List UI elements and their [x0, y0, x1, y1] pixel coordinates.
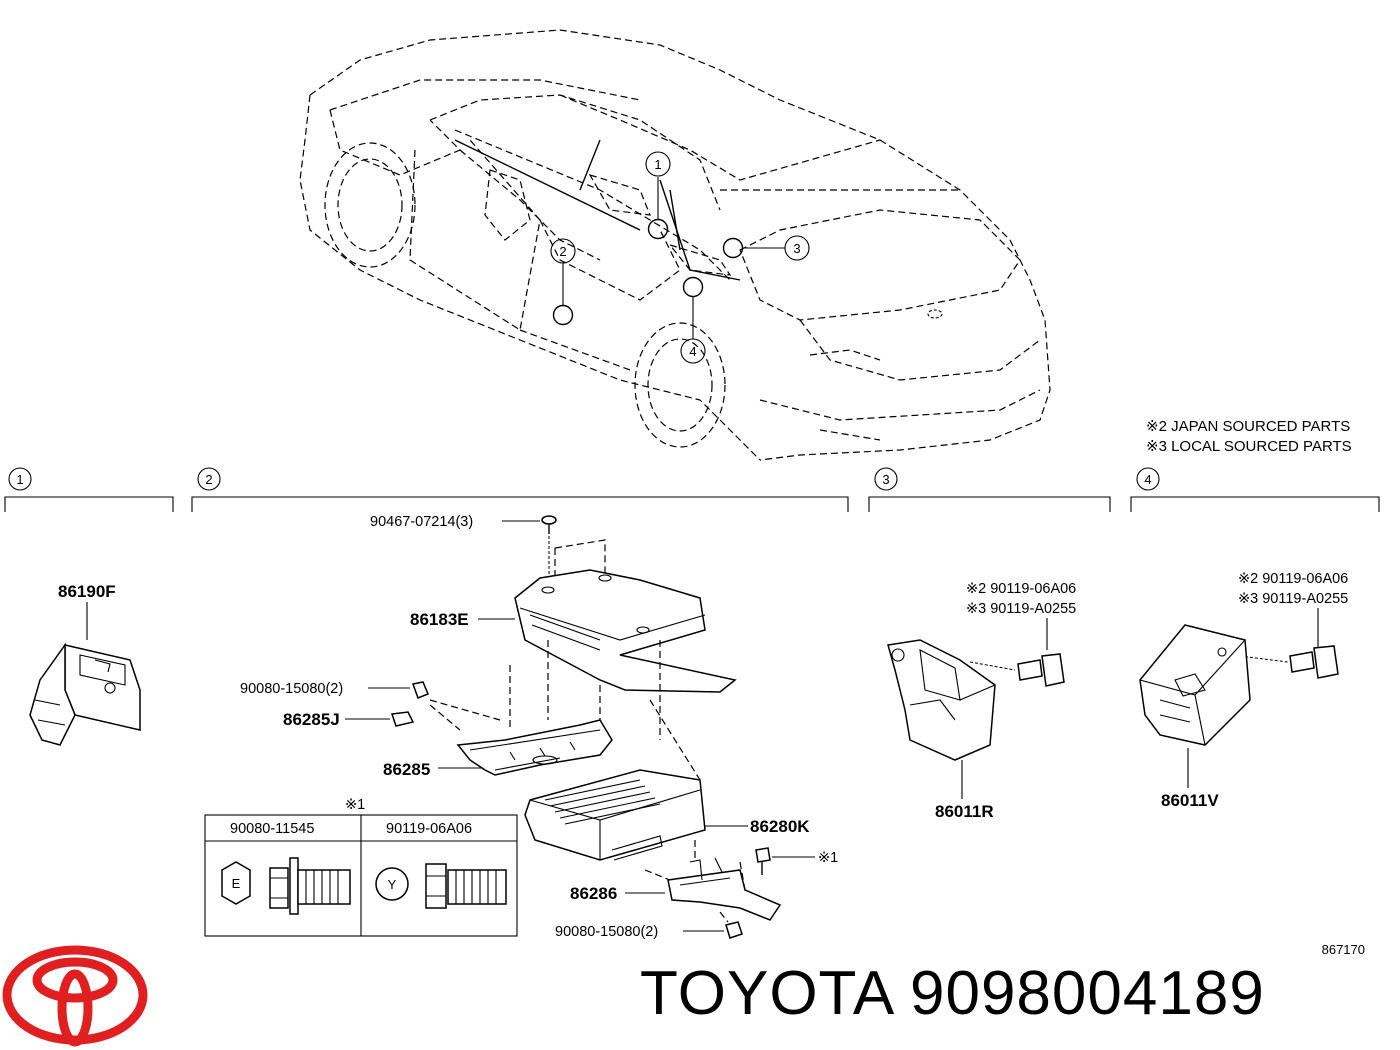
label-86011R: 86011R: [935, 802, 994, 821]
section-headers: 1 2 3 4: [4, 467, 1380, 512]
bolt-symbol-e: E: [232, 876, 241, 891]
bolt-table-header-2: 90119-06A06: [386, 821, 472, 837]
part-86190F: 86190F: [29, 582, 141, 746]
part-86011V: ※2 90119-06A06 ※3 90119-A0255 86011V: [1139, 571, 1348, 810]
toyota-logo-icon: [2, 945, 148, 1047]
part-86011R: ※2 90119-06A06 ※3 90119-A0255 86011R: [887, 581, 1076, 821]
figure-number: 867170: [1322, 942, 1365, 957]
bolt-table: ※1 90080-11545 90119-06A06 E Y: [204, 797, 518, 937]
label-86011V-bolt-1: ※2 90119-06A06: [1238, 571, 1348, 587]
note-local-sourced: ※3 LOCAL SOURCED PARTS: [1146, 438, 1352, 455]
marker-3: [722, 237, 744, 259]
bolt-symbol-y: Y: [388, 877, 397, 892]
callout-label-2: 2: [559, 244, 566, 259]
label-90080-upper: 90080-15080(2): [240, 681, 343, 697]
section-3-number: 3: [882, 472, 889, 487]
bolt-table-header-1: 90080-11545: [230, 821, 314, 837]
marker-1: [647, 218, 669, 240]
label-86183E: 86183E: [410, 610, 469, 629]
callout-circle-1: [645, 151, 671, 177]
label-90080-lower: 90080-15080(2): [555, 924, 658, 940]
section-1-number: 1: [16, 472, 23, 487]
section-2-number: 2: [205, 472, 212, 487]
label-86286: 86286: [570, 884, 617, 903]
callout-markers: 1 2 3 4: [550, 151, 810, 364]
label-86285: 86285: [383, 760, 430, 779]
label-86011V-bolt-2: ※3 90119-A0255: [1238, 591, 1348, 607]
note-japan-sourced: ※2 JAPAN SOURCED PARTS: [1146, 418, 1350, 435]
section-4-number: 4: [1144, 472, 1151, 487]
marker-2: [552, 304, 574, 326]
bolt-table-mark: ※1: [345, 797, 365, 813]
callout-circle-2: [550, 238, 576, 264]
part-amplifier-assembly: 90467-07214(3) 86183E 90080-15080(2) 862…: [240, 514, 838, 940]
marker-4: [682, 276, 704, 298]
label-86190F: 86190F: [58, 582, 116, 601]
label-bolt-mark: ※1: [818, 850, 838, 866]
label-86280K: 86280K: [750, 817, 810, 836]
callout-label-4: 4: [689, 344, 696, 359]
callout-circle-3: [784, 235, 810, 261]
label-86285J: 86285J: [283, 710, 340, 729]
car-illustration: [299, 29, 1051, 461]
label-86011V: 86011V: [1161, 791, 1219, 810]
label-86011R-bolt-1: ※2 90119-06A06: [966, 581, 1076, 597]
callout-label-1: 1: [654, 157, 661, 172]
callout-label-3: 3: [793, 241, 800, 256]
label-90467: 90467-07214(3): [370, 514, 473, 530]
label-86011R-bolt-2: ※3 90119-A0255: [966, 601, 1076, 617]
callout-circle-4: [680, 338, 706, 364]
brand-name: TOYOTA 9098004189: [640, 959, 1265, 1028]
